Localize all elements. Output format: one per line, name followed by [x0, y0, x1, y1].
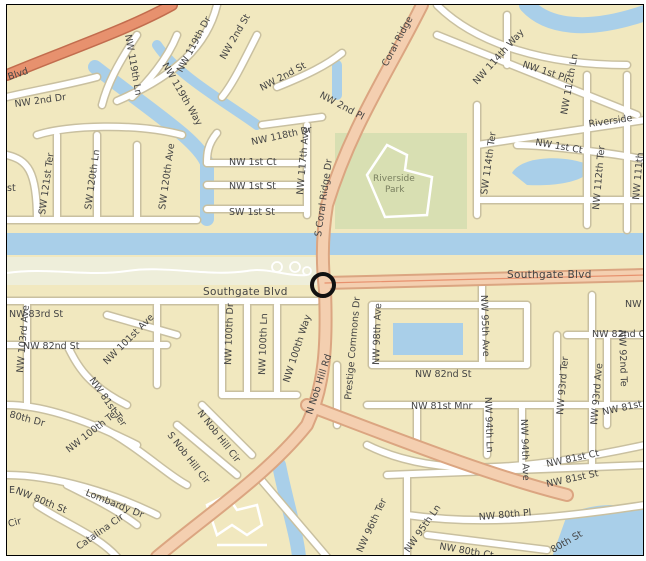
highway — [7, 5, 178, 81]
label-nw-80th-pl: NW 80th Pl — [478, 507, 532, 523]
label-nw-right-edge: NW — [625, 299, 642, 310]
label-nw-94th-ln: NW 94th Ln — [482, 397, 495, 453]
label-nw-82nd-st-left: NW 82nd St — [23, 341, 80, 352]
label-nw-1st-ct: NW 1st Ct — [229, 157, 277, 168]
label-southgate-blvd-right: Southgate Blvd — [507, 269, 592, 281]
label-nw-1st-st: NW 1st St — [229, 181, 276, 192]
greenway-loops — [271, 261, 312, 276]
map-canvas[interactable]: Blvd NW 2nd Dr NW 119th Dr NW 119th Way … — [7, 5, 644, 556]
label-nw-100th-ln: NW 100th Ln — [257, 313, 270, 375]
label-nw-81st-mnr: NW 81st Mnr — [411, 401, 473, 412]
label-nw-92nd-te: NW 92nd Te — [616, 330, 629, 387]
label-nw-94th-ave: NW 94th Ave — [518, 419, 531, 481]
label-e-left: E — [9, 485, 15, 496]
park-path — [365, 143, 434, 219]
label-nw-100th-dr: NW 100th Dr — [223, 303, 236, 365]
label-nw-93rd-ter: NW 93rd Ter — [555, 356, 571, 415]
label-nw-82nd-c: NW 82nd C — [592, 329, 644, 340]
label-nw-111th: NW 111th — [631, 152, 644, 200]
label-sw-1st-st: SW 1st St — [229, 207, 275, 218]
label-nw-83rd-st: NW 83rd St — [9, 309, 63, 320]
lake-center-right — [393, 323, 463, 355]
label-nw-98th-ave: NW 98th Ave — [371, 303, 384, 365]
map-view[interactable]: Blvd NW 2nd Dr NW 119th Dr NW 119th Way … — [6, 4, 644, 556]
greenway-path — [7, 268, 308, 277]
label-nw-93rd-ave: NW 93rd Ave — [589, 363, 605, 426]
label-southgate-blvd-left: Southgate Blvd — [203, 286, 288, 298]
label-nw-95th-ave: NW 95th Ave — [478, 295, 491, 357]
local-roads — [7, 5, 643, 555]
label-riverside-park-2: Park — [385, 185, 405, 195]
riverside-park-area — [335, 133, 467, 229]
lake-right-upper — [512, 158, 590, 186]
label-st-left: st — [7, 183, 16, 194]
arterial-roads — [150, 5, 643, 555]
label-cir-left: Cir — [7, 516, 23, 530]
intersection-marker[interactable] — [310, 272, 336, 298]
canal-top-right — [519, 5, 643, 34]
label-riverside-park-1: Riverside — [373, 174, 415, 184]
label-nw-82nd-st-right: NW 82nd St — [415, 369, 472, 380]
